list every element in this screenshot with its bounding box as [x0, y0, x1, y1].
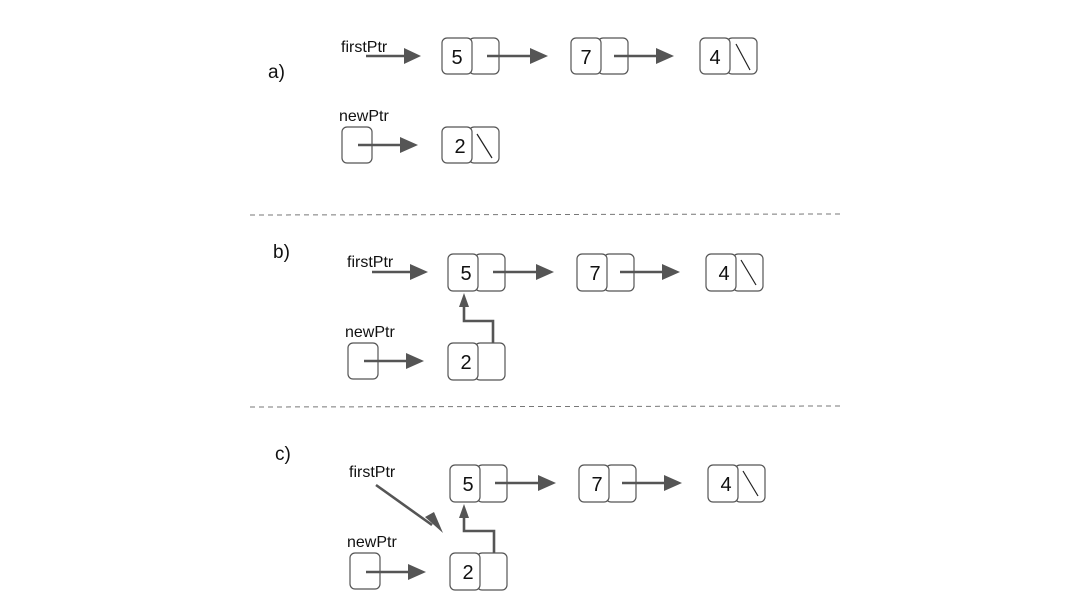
panel-b-new-ptr-label: newPtr — [345, 324, 395, 341]
panel-c-node-2-value: 2 — [462, 562, 473, 584]
panel-c-node-7: 7 — [578, 464, 637, 503]
panel-c-node-4: 4 — [707, 464, 766, 503]
panel-a-new-ptr-label: newPtr — [339, 108, 389, 125]
panel-a-null-marker — [735, 43, 751, 71]
panel-a-first-ptr-label: firstPtr — [341, 39, 388, 56]
panel-c-node-5-value: 5 — [462, 474, 473, 496]
panel-b-link-5-to-7 — [493, 264, 554, 280]
panel-c-node-7-value: 7 — [591, 474, 602, 496]
panel-b-node-4: 4 — [705, 253, 764, 292]
panel-b-first-ptr-arrow — [372, 264, 428, 280]
panel-b-label: b) — [273, 242, 290, 263]
panel-a-node-2-null-marker — [476, 133, 493, 159]
panel-c-new-ptr-label: newPtr — [347, 534, 397, 551]
panel-b-null-marker — [740, 259, 757, 286]
panel-b-link-7-to-4 — [620, 264, 680, 280]
panel-a-first-ptr-arrow — [366, 48, 421, 64]
panel-a-node-2-value: 2 — [454, 136, 465, 158]
panel-a-node-2: 2 — [441, 126, 500, 164]
panel-c-first-ptr-label: firstPtr — [349, 464, 396, 481]
panel-c-link-7-to-4 — [622, 475, 682, 491]
panel-b-node-2: 2 — [447, 342, 506, 381]
panel-a: a) firstPtr 5 7 4 — [268, 37, 758, 164]
panel-c-first-ptr-arrow — [375, 483, 443, 533]
panel-c-null-marker — [742, 470, 759, 497]
panel-b-node-5: 5 — [447, 253, 506, 292]
panel-a-node-7-value: 7 — [580, 47, 591, 69]
panel-c-node-2: 2 — [449, 552, 508, 591]
panel-a-link-7-to-4 — [614, 48, 674, 64]
divider-a-b — [249, 213, 841, 216]
panel-a-label: a) — [268, 62, 285, 83]
panel-c-new-ptr-arrow — [366, 564, 426, 580]
panel-c: c) firstPtr 5 7 4 — [275, 444, 766, 591]
panel-b-first-ptr-label: firstPtr — [347, 254, 394, 271]
panel-b-node-7: 7 — [576, 253, 635, 292]
panel-a-node-4-value: 4 — [709, 47, 720, 69]
panel-a-new-ptr-arrow — [358, 137, 418, 153]
panel-b-link-2-to-5 — [459, 293, 495, 343]
panel-a-node-5: 5 — [441, 37, 500, 75]
panel-b-node-4-value: 4 — [718, 263, 729, 285]
divider-b-c — [249, 405, 841, 408]
panel-a-node-4: 4 — [699, 37, 758, 75]
panel-c-link-5-to-7 — [495, 475, 556, 491]
panel-b-node-2-value: 2 — [460, 352, 471, 374]
panel-a-node-5-value: 5 — [451, 47, 462, 69]
panel-b-new-ptr-arrow — [364, 353, 424, 369]
panel-c-label: c) — [275, 444, 291, 465]
panel-b: b) firstPtr 5 7 4 — [273, 242, 764, 381]
panel-a-link-5-to-7 — [487, 48, 548, 64]
panel-b-node-5-value: 5 — [460, 263, 471, 285]
panel-c-link-2-to-5 — [459, 504, 496, 553]
panel-b-node-7-value: 7 — [589, 263, 600, 285]
panel-c-node-4-value: 4 — [720, 474, 731, 496]
